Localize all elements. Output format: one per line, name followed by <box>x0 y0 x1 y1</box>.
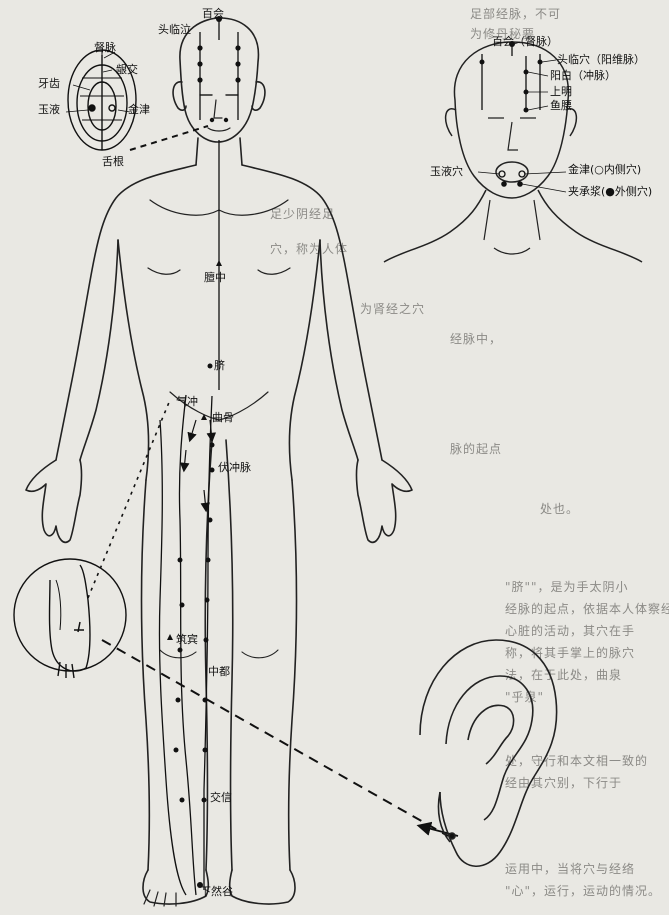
left-hand <box>26 460 82 542</box>
label-jinjin: 金津 <box>128 104 150 116</box>
label-qugu: 曲骨 <box>212 412 234 424</box>
right-arm-inner <box>320 240 358 460</box>
right-hand <box>357 460 413 542</box>
label-fuchongmai: 伏冲脉 <box>218 462 251 474</box>
label-head-touwei: 头临穴（阳维脉） <box>557 54 645 66</box>
right-leg-inner <box>226 440 233 870</box>
label-dumai: 督脉 <box>94 42 116 54</box>
label-head-shangming: 上明 <box>550 86 572 98</box>
torso-left <box>118 240 149 480</box>
meridian-lines <box>159 20 238 895</box>
head-acupoints <box>480 41 543 187</box>
label-zhubin: 筑宾 <box>176 634 198 646</box>
ear-connector <box>102 640 448 836</box>
label-qichong: 气冲 <box>176 396 198 408</box>
head-meridians <box>482 42 540 110</box>
inset-connector <box>130 126 208 150</box>
label-tanzhong: 膻中 <box>204 272 226 284</box>
label-yinjiao: 龈交 <box>116 64 138 76</box>
right-arm-outer <box>242 165 382 460</box>
label-xiaran: 下然谷 <box>200 886 233 898</box>
label-head-yuye: 玉液穴 <box>430 166 463 178</box>
torso-right <box>289 240 320 480</box>
label-baihui: 百会 <box>202 8 224 20</box>
label-shegen: 舌根 <box>102 156 124 168</box>
label-head-yangbai: 阳白（冲脉） <box>550 70 616 82</box>
label-qi: 脐 <box>214 360 225 372</box>
label-yuye: 玉液 <box>38 104 60 116</box>
left-arm-outer <box>56 165 196 460</box>
label-head-jiachengjiang: 夹承浆(●外侧穴) <box>568 186 652 198</box>
label-head-baihui: 百会（督脉） <box>492 36 558 48</box>
label-jiaoxin: 交信 <box>210 792 232 804</box>
label-zhongdu: 中都 <box>208 666 230 678</box>
label-yachi: 牙齿 <box>38 78 60 90</box>
label-head-yuyao: 鱼腰 <box>550 100 572 112</box>
left-arm-inner <box>80 240 118 460</box>
foot-inset-connector <box>88 400 170 598</box>
label-touwei: 头临泣 <box>158 24 191 36</box>
left-leg-outer <box>142 480 150 870</box>
acupoint-markers <box>167 16 241 888</box>
label-head-jinjin: 金津(○内侧穴) <box>568 164 641 176</box>
right-foot <box>230 870 295 904</box>
right-leg-outer <box>289 480 297 870</box>
foot-inset <box>14 559 126 678</box>
